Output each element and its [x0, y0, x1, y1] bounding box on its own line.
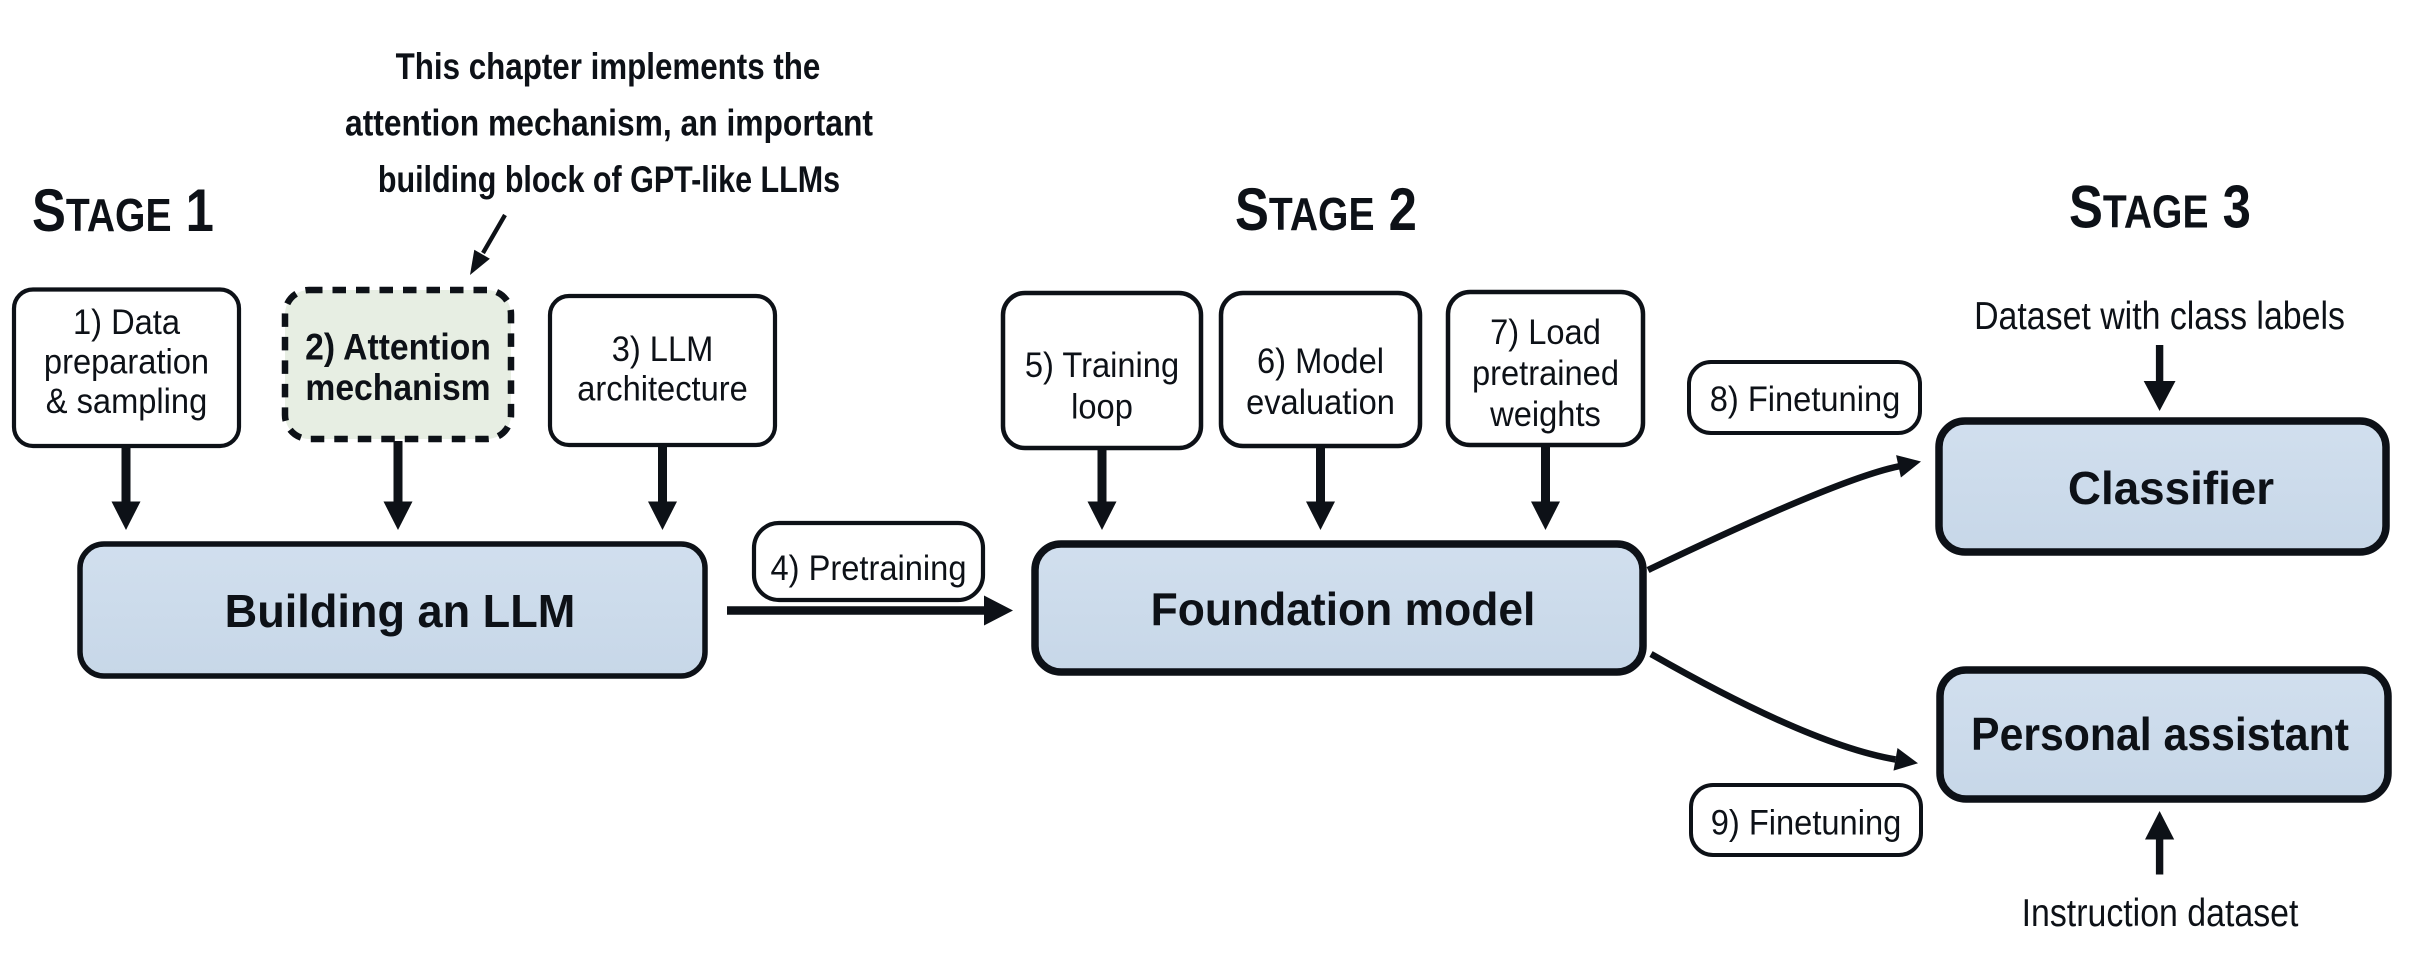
- svg-text:8) Finetuning: 8) Finetuning: [1710, 380, 1901, 420]
- svg-text:6) Model: 6) Model: [1257, 342, 1384, 382]
- svg-text:3) LLM: 3) LLM: [612, 330, 714, 370]
- svg-text:building block of GPT-like LLM: building block of GPT-like LLMs: [378, 159, 840, 200]
- svg-text:Personal assistant: Personal assistant: [1971, 709, 2349, 760]
- svg-text:STAGE 3: STAGE 3: [2069, 172, 2251, 240]
- svg-text:weights: weights: [1489, 395, 1601, 435]
- svg-text:STAGE 1: STAGE 1: [32, 176, 214, 244]
- svg-text:Dataset with class labels: Dataset with class labels: [1974, 294, 2345, 338]
- svg-text:Foundation model: Foundation model: [1151, 583, 1536, 635]
- svg-text:1) Data: 1) Data: [73, 303, 180, 343]
- svg-text:7) Load: 7) Load: [1490, 313, 1601, 353]
- svg-text:4) Pretraining: 4) Pretraining: [771, 549, 967, 589]
- svg-text:pretrained: pretrained: [1472, 354, 1619, 394]
- svg-text:2) Attention: 2) Attention: [305, 327, 491, 368]
- svg-text:Classifier: Classifier: [2068, 462, 2274, 514]
- svg-text:STAGE 2: STAGE 2: [1235, 175, 1417, 243]
- svg-text:Building an LLM: Building an LLM: [225, 585, 576, 637]
- svg-text:& sampling: & sampling: [46, 382, 207, 422]
- svg-text:loop: loop: [1071, 387, 1133, 427]
- svg-text:architecture: architecture: [577, 369, 748, 409]
- svg-text:5) Training: 5) Training: [1025, 346, 1179, 386]
- svg-text:evaluation: evaluation: [1246, 383, 1395, 423]
- svg-text:mechanism: mechanism: [305, 368, 490, 409]
- svg-text:9) Finetuning: 9) Finetuning: [1711, 803, 1902, 843]
- svg-text:This chapter implements the: This chapter implements the: [396, 47, 821, 88]
- svg-text:preparation: preparation: [44, 342, 209, 382]
- svg-text:attention mechanism, an import: attention mechanism, an important: [345, 103, 873, 144]
- svg-text:Instruction dataset: Instruction dataset: [2022, 891, 2299, 935]
